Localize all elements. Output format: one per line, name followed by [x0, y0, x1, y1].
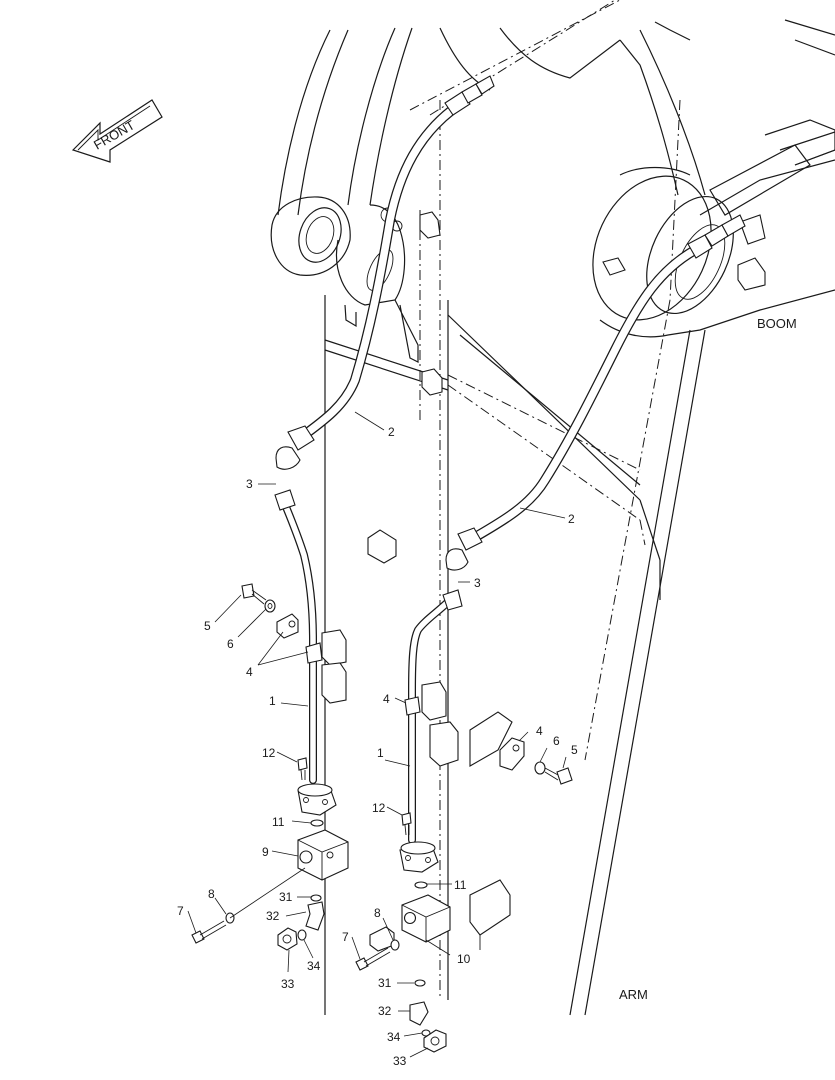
right-bolt-5 [544, 767, 573, 785]
right-nut-33 [423, 1029, 447, 1053]
callout-9: 9 [262, 845, 269, 859]
callout-34-right: 34 [387, 1030, 401, 1044]
callout-10: 10 [457, 952, 471, 966]
left-clamp-4 [276, 613, 347, 704]
callout-5-left: 5 [204, 619, 211, 633]
callout-33-right: 33 [393, 1054, 407, 1068]
left-bolt-12 [297, 757, 308, 781]
front-direction-arrow: FRONT [71, 99, 163, 163]
callout-1-right: 1 [377, 746, 384, 760]
callout-12-right: 12 [372, 801, 386, 815]
callout-4-right-b: 4 [536, 724, 543, 738]
callout-4-right-a: 4 [383, 692, 390, 706]
callout-34-left: 34 [307, 959, 321, 973]
left-washer-6 [264, 599, 276, 613]
right-washer-6 [534, 761, 546, 775]
callout-12-left: 12 [262, 746, 276, 760]
callout-11-left: 11 [272, 815, 285, 829]
left-hose-2 [275, 75, 495, 470]
left-oring-34 [297, 929, 307, 941]
right-bracket [369, 926, 395, 952]
right-clamp-4 [404, 681, 525, 771]
callout-33-left: 33 [281, 977, 295, 991]
left-bolt-7 [191, 920, 227, 944]
left-block-9 [297, 829, 349, 881]
callout-32-right: 32 [378, 1004, 392, 1018]
callout-7-right: 7 [342, 930, 349, 944]
callout-2-right: 2 [568, 512, 575, 526]
right-block-10 [401, 894, 451, 943]
arm-label: ARM [619, 987, 648, 1002]
right-elbow-32 [409, 1001, 429, 1026]
right-hose-2 [445, 214, 746, 571]
right-oring-11 [414, 881, 428, 889]
callout-31-left: 31 [279, 890, 293, 904]
right-pipe-1 [399, 589, 463, 873]
callout-3-left: 3 [246, 477, 253, 491]
left-oring-11 [310, 819, 324, 827]
right-oring-31 [414, 979, 426, 987]
callout-numbers: 2 2 3 3 5 6 4 4 4 6 5 1 1 12 12 11 11 9 … [177, 425, 578, 1068]
callout-3-right: 3 [474, 576, 481, 590]
callout-4-left: 4 [246, 665, 253, 679]
boom-label: BOOM [757, 316, 797, 331]
callout-8-right: 8 [374, 906, 381, 920]
callout-7-left: 7 [177, 904, 184, 918]
callout-32-left: 32 [266, 909, 280, 923]
right-bolt-12 [401, 812, 412, 836]
left-pipe-1 [274, 489, 337, 816]
leader-lines [187, 411, 567, 1058]
left-elbow-32 [305, 901, 325, 931]
callout-31-right: 31 [378, 976, 392, 990]
callout-1-left: 1 [269, 694, 276, 708]
callout-2-left: 2 [388, 425, 395, 439]
boom-structure [270, 19, 835, 363]
left-bolt-5 [241, 583, 267, 605]
arm-structure [324, 0, 706, 1016]
right-washer-8 [390, 939, 400, 951]
callout-11-right: 11 [454, 878, 467, 892]
callout-8-left: 8 [208, 887, 215, 901]
callout-6-right: 6 [553, 734, 560, 748]
left-oring-31 [310, 894, 322, 902]
left-nut-33 [277, 927, 298, 951]
callout-6-left: 6 [227, 637, 234, 651]
right-bolt-7 [355, 947, 391, 971]
callout-5-right: 5 [571, 743, 578, 757]
